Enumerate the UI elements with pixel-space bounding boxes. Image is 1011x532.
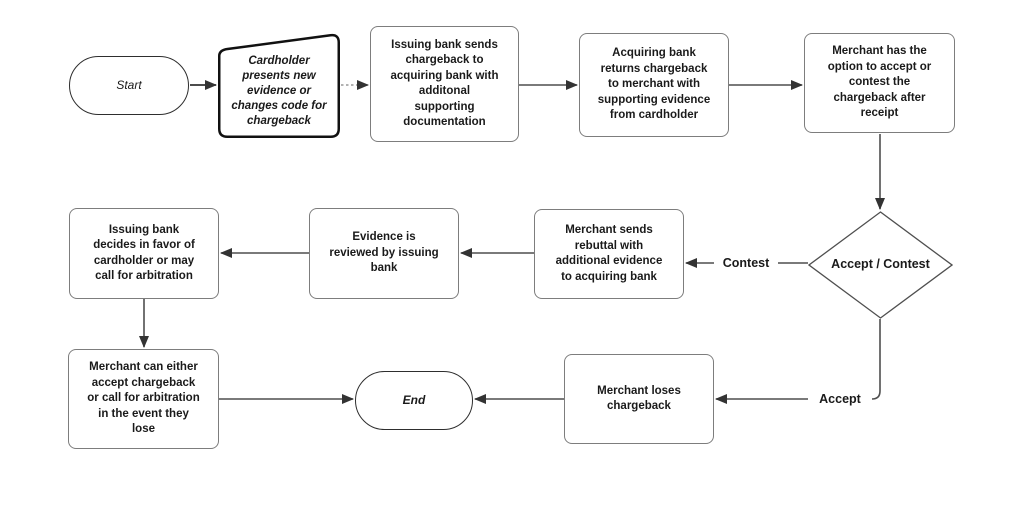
- edge-label-contest: Contest: [714, 255, 778, 271]
- acquiring-bank-returns-label: Acquiring bank returns chargeback to mer…: [597, 47, 711, 122]
- node-merchant-rebuttal: Merchant sends rebuttal with additional …: [534, 209, 684, 299]
- node-merchant-either: Merchant can either accept chargeback or…: [68, 349, 219, 449]
- merchant-option-label: Merchant has the option to accept or con…: [827, 45, 932, 120]
- card-shape-outline: [218, 33, 340, 138]
- merchant-loses-label: Merchant loses chargeback: [597, 384, 681, 413]
- issuing-bank-sends-label: Issuing bank sends chargeback to acquiri…: [390, 38, 499, 129]
- merchant-rebuttal-label: Merchant sends rebuttal with additional …: [555, 224, 663, 283]
- edge-decision-accept-to-loses: [715, 319, 881, 404]
- issuing-bank-decides-label: Issuing bank decides in favor of cardhol…: [93, 223, 195, 283]
- evidence-reviewed-label: Evidence is reviewed by issuing bank: [329, 231, 439, 275]
- start-label: Start: [116, 77, 142, 92]
- node-merchant-loses: Merchant loses chargeback: [564, 354, 714, 444]
- decision-diamond-outline: [808, 211, 953, 319]
- node-issuing-bank-sends: Issuing bank sends chargeback to acquiri…: [370, 26, 519, 142]
- node-start-terminator: Start: [69, 56, 189, 115]
- node-end-terminator: End: [355, 371, 473, 430]
- node-issuing-bank-decides: Issuing bank decides in favor of cardhol…: [69, 208, 219, 299]
- node-merchant-option: Merchant has the option to accept or con…: [804, 33, 955, 133]
- merchant-either-label: Merchant can either accept chargeback or…: [87, 361, 200, 436]
- node-cardholder-presents-card: Cardholder presents new evidence or chan…: [218, 33, 340, 138]
- node-evidence-reviewed: Evidence is reviewed by issuing bank: [309, 208, 459, 299]
- end-label: End: [402, 392, 426, 407]
- accept-contest-label: Accept / Contest: [831, 257, 930, 272]
- cardholder-presents-label: Cardholder presents new evidence or chan…: [231, 55, 327, 127]
- node-accept-contest-decision: Accept / Contest: [808, 211, 953, 319]
- edge-label-accept: Accept: [808, 391, 872, 407]
- node-acquiring-bank-returns: Acquiring bank returns chargeback to mer…: [579, 33, 729, 137]
